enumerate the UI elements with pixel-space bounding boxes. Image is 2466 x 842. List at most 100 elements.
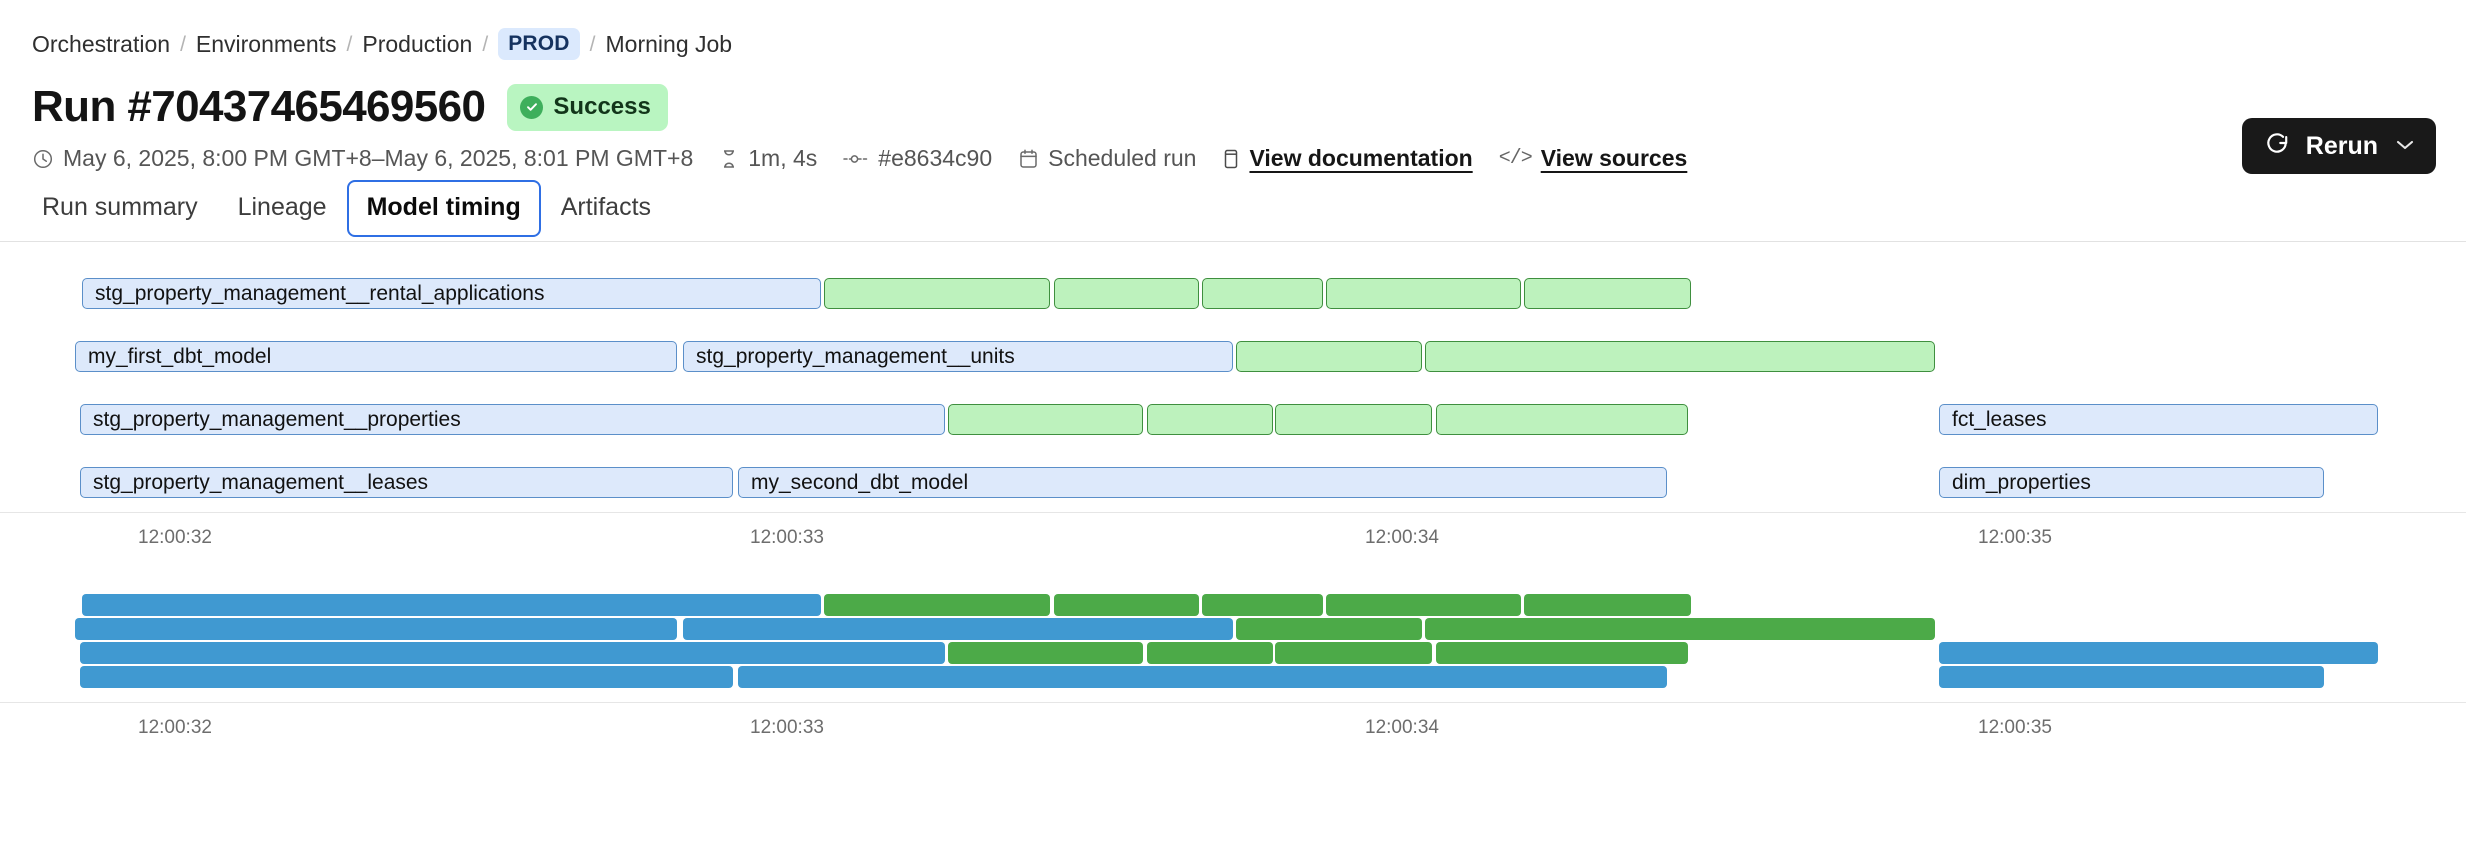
gantt-chart-model-timing-pastel: stg_property_management__rental_applicat… [0,278,2466,554]
chevron-down-icon[interactable] [2396,136,2414,156]
gantt-row: stg_property_management__properties fct_l… [0,404,2466,435]
breadcrumb-separator: / [346,32,353,56]
gantt-bar-my_first_dbt_model[interactable] [75,618,677,640]
breadcrumb-separator: / [589,32,596,56]
meta-trigger-label: Scheduled run [1048,145,1197,171]
gantt-bar-label: stg_property_management__leases [93,470,429,494]
breadcrumb-item-orchestration[interactable]: Orchestration [32,30,171,57]
gantt-bar-step[interactable] [1425,618,1935,640]
gantt-bar-step[interactable] [1054,278,1199,309]
gantt-bar-stg_property_management__leases[interactable] [80,666,733,688]
gantt-bar-stg_property_management__rental_applications[interactable] [82,594,821,616]
gantt-bar-label: stg_property_management__units [696,344,1015,368]
gantt-bar-step[interactable] [1275,404,1432,435]
breadcrumb-separator: / [482,32,489,56]
gantt-bar-step[interactable] [824,278,1050,309]
breadcrumb-item-environments[interactable]: Environments [195,30,337,57]
gantt-bar-step[interactable] [948,404,1143,435]
gantt-bar-label: fct_leases [1952,407,2047,431]
gantt-bar-stg_property_management__leases[interactable]: stg_property_management__leases [80,467,733,498]
gantt-bar-step[interactable] [1236,618,1422,640]
time-axis: 12:00:32 12:00:33 12:00:34 12:00:35 [0,512,2466,554]
meta-timerange: May 6, 2025, 8:00 PM GMT+8–May 6, 2025, … [32,147,693,170]
gantt-bar-step[interactable] [1326,594,1521,616]
gantt-bar-step[interactable] [824,594,1050,616]
axis-tick-label: 12:00:34 [1365,717,1439,738]
status-badge: Success [507,84,668,131]
gantt-bar-dim_properties[interactable] [1939,666,2324,688]
meta-duration-label: 1m, 4s [748,145,818,171]
tab-bar: Run summary Lineage Model timing Artifacts [0,170,2466,242]
meta-duration: 1m, 4s [719,147,817,170]
gantt-bar-label: my_first_dbt_model [88,344,272,368]
gantt-bar-step[interactable] [1202,278,1323,309]
tab-model-timing[interactable]: Model timing [346,180,541,237]
gantt-bar-stg_property_management__units[interactable] [683,618,1233,640]
tab-run-summary[interactable]: Run summary [42,193,198,221]
gantt-row [0,594,2466,616]
gantt-bar-step[interactable] [1054,594,1199,616]
gantt-bar-label: stg_property_management__rental_applicat… [95,281,545,305]
gantt-bar-step[interactable] [948,642,1143,664]
gantt-row [0,618,2466,640]
gantt-bar-step[interactable] [1436,642,1688,664]
gantt-bar-my_second_dbt_model[interactable]: my_second_dbt_model [738,467,1667,498]
gantt-bar-fct_leases[interactable]: fct_leases [1939,404,2378,435]
axis-tick-label: 12:00:35 [1978,527,2052,548]
breadcrumb-separator: / [180,32,186,56]
gantt-bar-label: my_second_dbt_model [751,470,969,494]
gantt-bar-step[interactable] [1202,594,1323,616]
view-sources-link[interactable]: View sources [1540,145,1688,171]
gantt-bar-step[interactable] [1147,404,1273,435]
gantt-rows: stg_property_management__rental_applicat… [0,278,2466,498]
gantt-bar-step[interactable] [1524,594,1691,616]
view-documentation-link[interactable]: View documentation [1249,145,1473,171]
check-circle-icon [520,95,544,119]
gantt-bar-stg_property_management__rental_applications[interactable]: stg_property_management__rental_applicat… [82,278,821,309]
gantt-bar-step[interactable] [1425,341,1935,372]
rerun-button[interactable]: Rerun [2241,118,2436,174]
rerun-label: Rerun [2305,131,2378,160]
gantt-bar-label: stg_property_management__properties [93,407,461,431]
gantt-bar-dim_properties[interactable]: dim_properties [1939,467,2324,498]
breadcrumb-item-morning-job[interactable]: Morning Job [605,30,733,57]
tab-artifacts[interactable]: Artifacts [560,193,652,221]
tab-lineage[interactable]: Lineage [237,193,327,221]
model-timing-section: stg_property_management__rental_applicat… [0,242,2466,744]
title-row: Run #70437465469560 Success [0,60,2466,131]
gantt-bar-step[interactable] [1147,642,1273,664]
gantt-bar-step[interactable] [1436,404,1688,435]
meta-documentation[interactable]: View documentation [1222,145,1473,171]
meta-sources[interactable]: </> View sources [1499,147,1688,170]
gantt-bar-step[interactable] [1236,341,1422,372]
axis-tick-label: 12:00:33 [750,527,824,548]
axis-tick-label: 12:00:32 [138,527,212,548]
git-commit-icon [843,150,870,168]
gantt-bar-step[interactable] [1275,642,1432,664]
code-icon: </> [1498,146,1533,170]
gantt-bar-stg_property_management__properties[interactable]: stg_property_management__properties [80,404,945,435]
status-label: Success [553,93,651,120]
gantt-bar-step[interactable] [1326,278,1521,309]
breadcrumb-item-prod: PROD [498,28,580,60]
gantt-bar-stg_property_management__properties[interactable] [80,642,945,664]
gantt-bar-stg_property_management__units[interactable]: stg_property_management__units [683,341,1233,372]
breadcrumb-item-production[interactable]: Production [362,30,473,57]
meta-timerange-label: May 6, 2025, 8:00 PM GMT+8–May 6, 2025, … [63,145,694,171]
calendar-icon [1018,148,1039,170]
run-metadata: May 6, 2025, 8:00 PM GMT+8–May 6, 2025, … [0,131,2466,170]
gantt-row: stg_property_management__leases my_second… [0,467,2466,498]
gantt-bar-fct_leases[interactable] [1939,642,2378,664]
gantt-bar-my_first_dbt_model[interactable]: my_first_dbt_model [75,341,677,372]
axis-tick-label: 12:00:34 [1365,527,1439,548]
axis-tick-label: 12:00:32 [138,717,212,738]
gantt-bar-step[interactable] [1524,278,1691,309]
gantt-row [0,642,2466,664]
hourglass-icon [719,148,739,170]
gantt-row: stg_property_management__rental_applicat… [0,278,2466,309]
meta-trigger: Scheduled run [1018,147,1196,170]
gantt-bar-my_second_dbt_model[interactable] [738,666,1667,688]
breadcrumb: Orchestration / Environments / Production / PR… [0,0,2466,60]
